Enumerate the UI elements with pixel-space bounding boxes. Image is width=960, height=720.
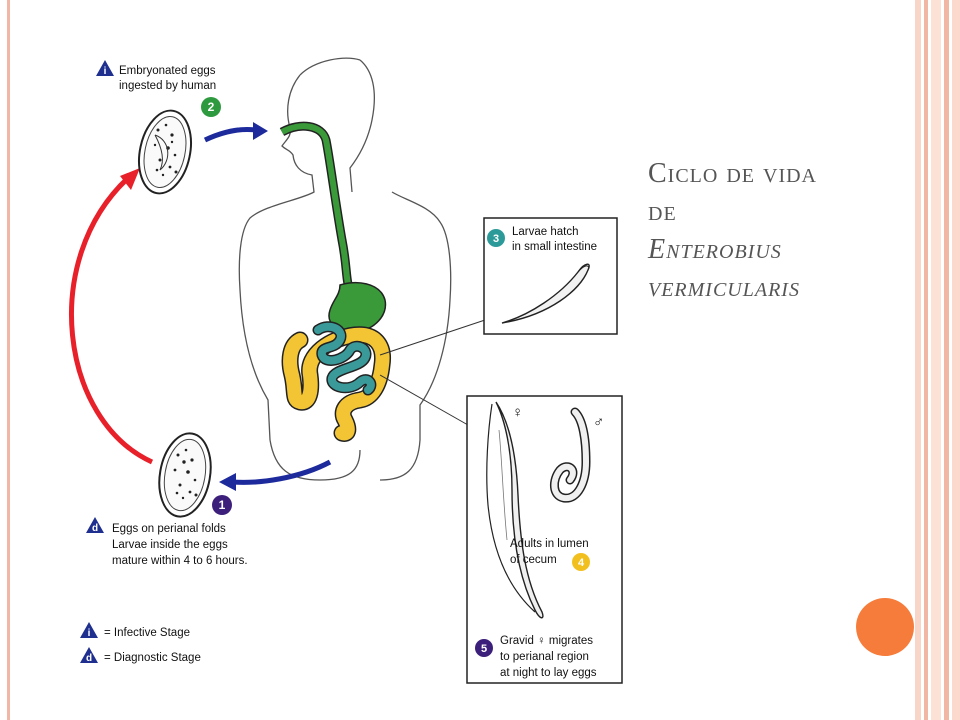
step2-badge [201,97,221,117]
diagnostic-stage-icon [86,517,104,533]
larva-drawing [501,263,590,324]
digestive-tract-green [279,121,387,333]
slide-title: Ciclo de vida de Enterobius vermicularis [648,155,908,307]
small-intestine-teal [312,321,377,396]
infective-stage-icon [96,60,114,76]
egg-perianal-lower [158,432,212,518]
step3-text-line1: Larvae hatch [512,226,579,238]
step5-text-line1: Gravid ♀ migrates [500,635,593,647]
step3-number: 3 [493,233,499,245]
decorative-orange-circle [856,598,914,656]
step5-number: 5 [481,643,487,655]
step3-box: 3 Larvae hatch in small intestine [483,217,618,335]
blue-arrow-to-mouth [203,122,268,143]
step4-text-line1: Adults in lumen [510,538,589,550]
slide-left-border [7,0,10,720]
slide-right-stripes [915,0,960,720]
step5-badge [475,639,493,657]
legend-d-letter: d [86,653,92,664]
male-symbol: ♂ [593,414,604,431]
colon-yellow [281,326,391,442]
step4-badge [572,553,590,571]
step4-text-line2: of cecum [510,554,557,566]
red-cycle-arrow [69,168,154,465]
legend-diagnostic-text: = Diagnostic Stage [104,652,201,664]
legend-i-letter: i [88,628,91,639]
female-symbol: ♀ [512,404,523,421]
step4-number: 4 [578,557,585,569]
step2-text-line1: Embryonated eggs [119,65,216,77]
title-line1: Ciclo de vida [648,158,817,189]
legend: i = Infective Stage d = Diagnostic Stage [80,622,201,664]
legend-infective-icon [80,622,98,638]
stage-d-letter: d [92,523,98,534]
step2-label-group: i Embryonated eggs ingested by human 2 [96,60,221,117]
step1-text-line1: Eggs on perianal folds [112,523,226,535]
stage-i-letter: i [104,66,107,77]
step1-label-group: 1 d Eggs on perianal folds Larvae inside… [86,495,248,567]
step1-number: 1 [219,498,226,512]
step2-number: 2 [208,100,215,114]
title-line4: vermicularis [648,272,800,303]
step1-text-line3: mature within 4 to 6 hours. [112,555,248,567]
embryonated-egg-upper [138,109,192,195]
step5-text-line2: to perianal region [500,651,589,663]
step4-5-box: ♀ ♂ Adults in lumen of cecum 4 5 Gravid … [466,395,623,684]
step1-badge [212,495,232,515]
step1-text-line2: Larvae inside the eggs [112,539,228,551]
step2-text-line2: ingested by human [119,80,216,92]
blue-arrow-to-perianal [219,459,332,491]
title-line2: de [648,196,677,227]
step3-badge [487,229,505,247]
step3-text-line2: in small intestine [512,241,597,253]
step5-text-line3: at night to lay eggs [500,667,597,679]
legend-infective-text: = Infective Stage [104,627,190,639]
female-worm-drawing [495,401,544,619]
title-line3: Enterobius [648,234,782,265]
legend-diagnostic-icon [80,647,98,663]
male-worm-drawing [551,409,590,502]
